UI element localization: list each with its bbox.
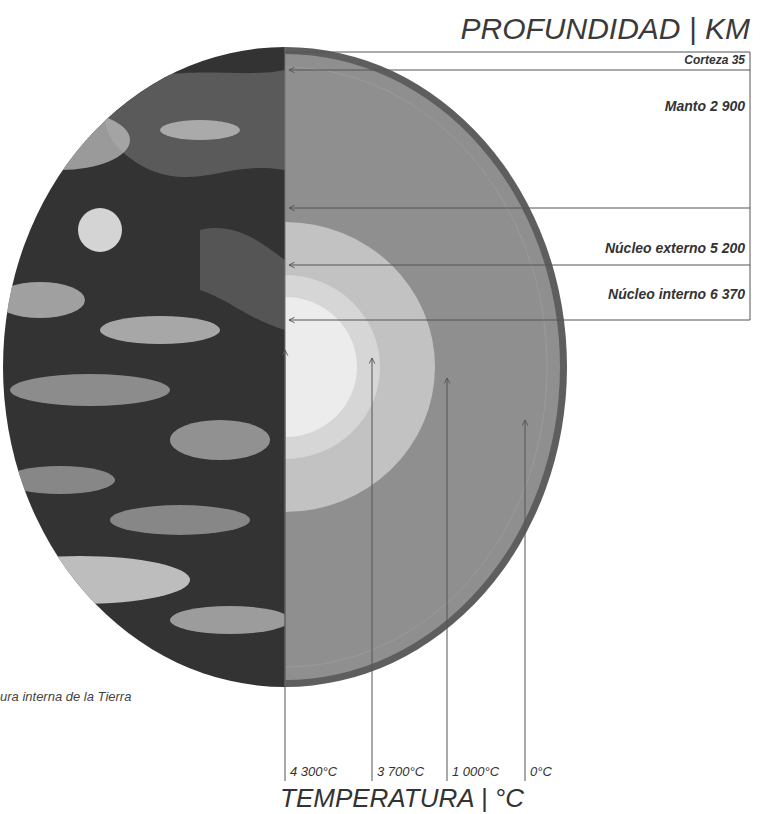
- layer-label: Núcleo externo 5 200: [605, 240, 745, 256]
- depth-heading: PROFUNDIDAD | KM: [461, 12, 750, 47]
- depth-leader: [289, 208, 750, 209]
- temperature-leader: [525, 420, 526, 781]
- cloud: [100, 316, 220, 344]
- temperature-leader: [447, 378, 448, 781]
- frame-line: [750, 52, 751, 320]
- cloud: [170, 606, 285, 634]
- figure-caption: ura interna de la Tierra: [0, 690, 131, 705]
- layer-label: Núcleo interno 6 370: [608, 286, 745, 302]
- temperature-label: 3 700°C: [377, 765, 424, 780]
- depth-leader: [289, 70, 750, 71]
- cloud: [170, 420, 270, 460]
- layer-label: Corteza 35: [684, 54, 745, 68]
- header-rule: [285, 52, 750, 53]
- cloud: [0, 282, 85, 318]
- mantle-layer: [285, 54, 560, 680]
- temperature-leader: [372, 358, 373, 781]
- depth-leader: [289, 320, 750, 321]
- land: [106, 70, 285, 177]
- clouds: [0, 70, 285, 634]
- hurricane: [78, 208, 122, 252]
- depth-leader: [289, 265, 750, 266]
- mantle-ring: [285, 67, 547, 667]
- temperature-label: 0°C: [530, 765, 552, 780]
- core-transition: [285, 275, 380, 459]
- land: [200, 228, 285, 330]
- layer-label: Manto 2 900: [665, 98, 745, 114]
- temperature-label: 1 000°C: [452, 765, 499, 780]
- cloud: [110, 505, 250, 535]
- cloud: [0, 556, 190, 604]
- cloud: [10, 374, 170, 406]
- temperature-label: 4 300°C: [290, 765, 337, 780]
- temperature-heading: TEMPERATURA | °C: [280, 784, 524, 814]
- cloud: [5, 466, 115, 494]
- cloud: [160, 120, 240, 140]
- cloud: [0, 110, 130, 170]
- temperature-leader: [285, 350, 286, 781]
- inner-core-layer: [285, 297, 357, 437]
